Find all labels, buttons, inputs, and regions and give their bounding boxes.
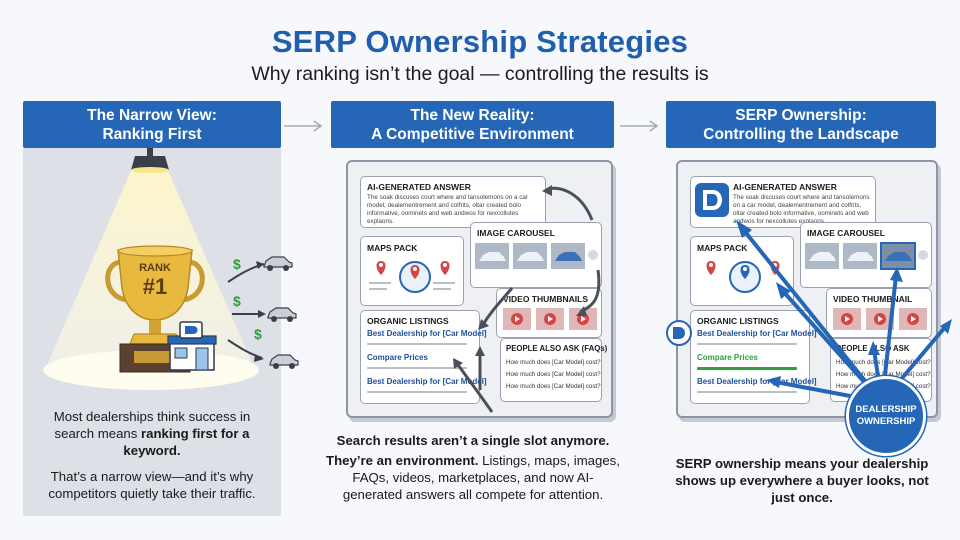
narrow-view-caption-2: That’s a narrow view—and it’s why compet…: [48, 469, 256, 501]
car-icon: [267, 307, 297, 322]
dealership-logo-icon: [695, 183, 729, 217]
map-pins-icon: [369, 261, 455, 293]
competition-arrows: [453, 185, 601, 413]
organic-link[interactable]: Best Dealership for [Car Model]: [367, 377, 487, 386]
car-thumbnails: [805, 242, 928, 270]
video-thumbnails-card: VIDEO THUMBNAILS: [496, 288, 602, 338]
people-also-ask-title: PEOPLE ALSO ASK (FAQs): [506, 344, 608, 353]
car-icon: [263, 256, 293, 271]
panel-header-serp-ownership: SERP Ownership: Controlling the Landscap…: [666, 101, 936, 148]
dealership-logo-icon: [666, 320, 692, 346]
panel-header-new-reality: The New Reality: A Competitive Environme…: [331, 101, 614, 148]
organic-listings-card: ORGANIC LISTINGS Best Dealership for [Ca…: [360, 310, 487, 404]
maps-pack-card: MAPS PACK: [690, 236, 794, 306]
narrow-view-caption-1: Most dealerships think success in search…: [36, 408, 268, 459]
faq-question[interactable]: How much does [Car Model] cost?: [506, 371, 601, 378]
video-thumbnails-title: VIDEO THUMBNAIL: [833, 294, 913, 304]
new-reality-caption-1: Search results aren’t a single slot anym…: [336, 433, 610, 448]
organic-link[interactable]: Best Dealership for [Car Model]: [367, 329, 487, 338]
caption-emphasis: They’re an environment.: [326, 453, 479, 468]
image-carousel-card: IMAGE CAROUSEL: [470, 222, 602, 288]
faq-question[interactable]: How much does [Car Model] cost?: [836, 359, 931, 366]
panel-header-line1: The New Reality:: [410, 106, 535, 124]
highlight-line: [697, 367, 797, 370]
text-line: [697, 343, 797, 345]
organic-listings-card: ORGANIC LISTINGS Best Dealership for [Ca…: [690, 310, 817, 404]
serp-ownership-caption: SERP ownership means your dealership sho…: [675, 456, 929, 505]
panel-header-line2: Controlling the Landscape: [703, 125, 899, 143]
video-play-icons: [503, 308, 597, 330]
page-title: SERP Ownership Strategies: [271, 24, 689, 59]
panel-header-line2: Ranking First: [102, 125, 202, 143]
video-thumbnails-title: VIDEO THUMBNAILS: [503, 294, 588, 304]
organic-listings-title: ORGANIC LISTINGS: [697, 316, 779, 326]
caption-text: Most dealerships think success in search…: [53, 409, 251, 441]
text-line: [697, 391, 797, 393]
text-line: [367, 367, 467, 369]
video-play-icons: [833, 308, 927, 330]
text-line: [367, 343, 467, 345]
caption-emphasis: ranking first for a keyword.: [123, 426, 250, 458]
faq-question[interactable]: How much does [Car Model] cost?: [506, 383, 601, 390]
dollar-icon: $: [254, 326, 262, 342]
ai-answer-title: AI-GENERATED ANSWER: [367, 182, 471, 192]
dollar-icon: $: [233, 293, 241, 309]
maps-pack-title: MAPS PACK: [367, 243, 418, 253]
new-reality-caption-2: They’re an environment. Listings, maps, …: [324, 452, 622, 503]
panel-header-line1: The Narrow View:: [87, 106, 217, 124]
trophy-rank-label: RANK: [139, 262, 171, 274]
traffic-leaving-arrows: [227, 261, 266, 362]
car-thumbnails: [475, 243, 598, 269]
trophy-rank-number: #1: [142, 274, 168, 299]
ai-answer-text: The soak discuses court where and tansol…: [367, 194, 529, 225]
image-carousel-title: IMAGE CAROUSEL: [477, 228, 555, 238]
organic-link[interactable]: Compare Prices: [697, 353, 758, 362]
image-carousel-card: IMAGE CAROUSEL: [800, 222, 932, 288]
flow-arrow-1: [284, 120, 323, 132]
badge-line2: OWNERSHIP: [856, 416, 916, 427]
ai-answer-card: AI-GENERATED ANSWER The soak discuses co…: [360, 176, 546, 228]
ai-answer-card: AI-GENERATED ANSWER The soak discuses co…: [690, 176, 876, 228]
car-icon: [269, 354, 299, 369]
flow-arrow-2: [620, 120, 659, 132]
organic-link[interactable]: Compare Prices: [367, 353, 428, 362]
dealership-ownership-badge: DEALERSHIP OWNERSHIP: [846, 376, 926, 456]
faq-question[interactable]: How much does [Car Model] cost?: [506, 359, 601, 366]
ai-answer-title: AI-GENERATED ANSWER: [733, 182, 837, 192]
dealership-store-icon: [167, 321, 217, 371]
organic-listings-title: ORGANIC LISTINGS: [367, 316, 449, 326]
organic-link[interactable]: Best Dealership for [Car Model]: [697, 377, 817, 386]
text-line: [367, 391, 467, 393]
spotlight-icon: [131, 156, 169, 170]
organic-link[interactable]: Best Dealership for [Car Model]: [697, 329, 817, 338]
image-carousel-title: IMAGE CAROUSEL: [807, 228, 885, 238]
badge-line1: DEALERSHIP: [855, 404, 917, 415]
panel-header-line2: A Competitive Environment: [371, 125, 574, 143]
caption-text: Listings, maps, images, FAQs, videos, ma…: [342, 453, 620, 502]
video-thumbnails-card: VIDEO THUMBNAIL: [826, 288, 932, 338]
panel-header-line1: SERP Ownership:: [735, 106, 867, 124]
page-subtitle: Why ranking isn’t the goal — controlling…: [251, 63, 709, 85]
maps-pack-title: MAPS PACK: [697, 243, 748, 253]
dollar-icon: $: [233, 256, 241, 272]
people-also-ask-card: PEOPLE ALSO ASK (FAQs) How much does [Ca…: [500, 338, 607, 402]
ai-answer-text: The soak discuses court where and tansol…: [733, 194, 870, 225]
maps-pack-card: MAPS PACK: [360, 236, 464, 306]
panel-header-narrow-view: The Narrow View: Ranking First: [23, 101, 281, 148]
